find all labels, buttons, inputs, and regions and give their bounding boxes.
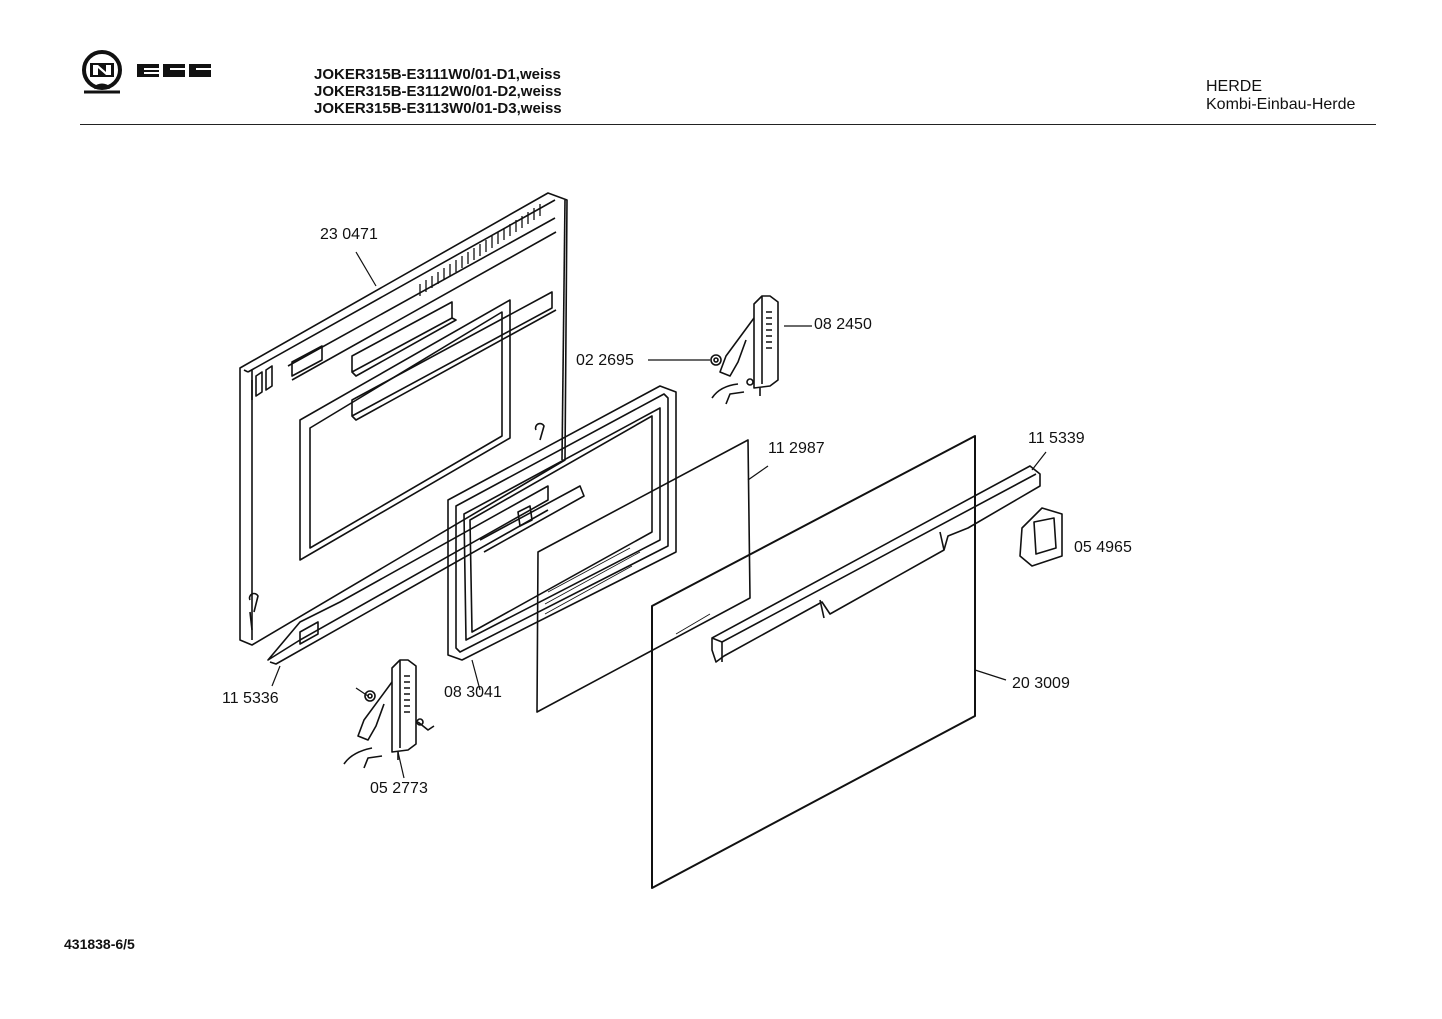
model-line-1: JOKER315B-E3111W0/01-D1,weiss [314, 66, 561, 83]
part-label-022695: 02 2695 [576, 352, 634, 369]
document-number: 431838-6/5 [64, 936, 135, 952]
part-label-054965: 05 4965 [1074, 539, 1132, 556]
header-divider [80, 124, 1376, 125]
part-label-115336: 11 5336 [222, 690, 279, 707]
door-seal-frame [447, 385, 677, 661]
handle-end-cap [1019, 507, 1063, 567]
part-label-082450: 08 2450 [814, 316, 872, 333]
model-line-2: JOKER315B-E3112W0/01-D2,weiss [314, 83, 562, 100]
category-block: HERDE Kombi-Einbau-Herde [1206, 78, 1355, 114]
model-list: JOKER315B-E3111W0/01-D1,weiss JOKER315B-… [314, 66, 562, 117]
door-handle [711, 465, 1041, 663]
model-line-3: JOKER315B-E3113W0/01-D3,weiss [314, 100, 562, 117]
category-subtitle: Kombi-Einbau-Herde [1206, 96, 1356, 113]
lower-hinge [343, 659, 435, 769]
leader-lines [271, 251, 1047, 779]
inner-door-panel [239, 192, 568, 665]
upper-hinge [710, 295, 779, 405]
category-title: HERDE [1206, 78, 1263, 95]
part-label-203009: 20 3009 [1012, 675, 1070, 692]
glass-pane-inner [536, 439, 751, 713]
outer-glass-door [651, 435, 976, 889]
part-label-083041: 08 3041 [444, 684, 502, 701]
part-label-112987: 11 2987 [768, 440, 825, 457]
part-label-230471: 23 0471 [320, 226, 378, 243]
neff-logo-icon [82, 50, 211, 94]
vent-slots [419, 204, 541, 296]
part-label-115339: 11 5339 [1028, 430, 1085, 447]
part-label-052773: 05 2773 [370, 780, 428, 797]
brand-logo [80, 48, 230, 98]
